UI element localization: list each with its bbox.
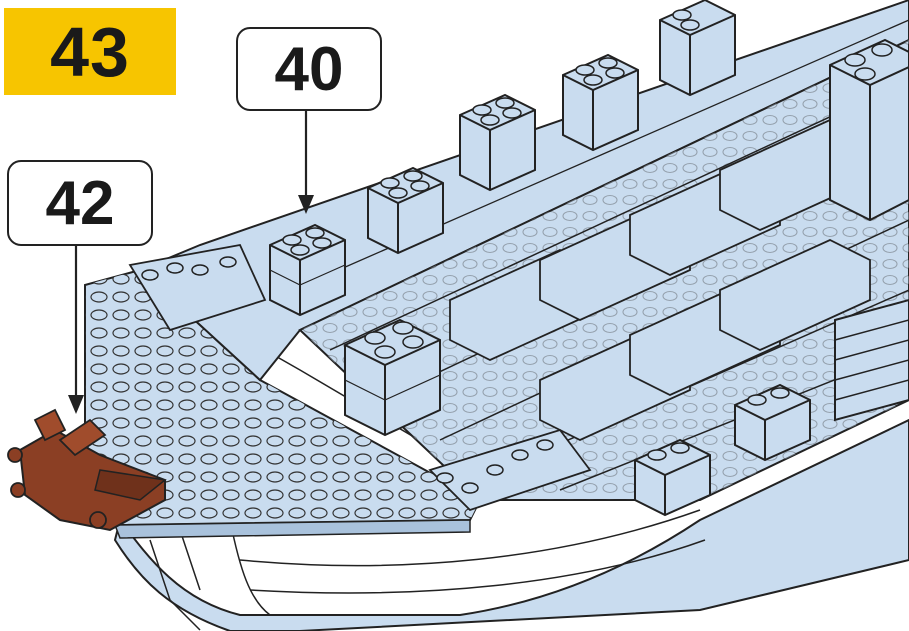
- callout-label: 40: [275, 34, 344, 105]
- step-number-badge: 43: [4, 8, 176, 95]
- callout-label: 42: [46, 168, 115, 239]
- callout-step-42: 42: [7, 160, 153, 246]
- step-number: 43: [50, 12, 130, 92]
- callout-step-40: 40: [236, 27, 382, 111]
